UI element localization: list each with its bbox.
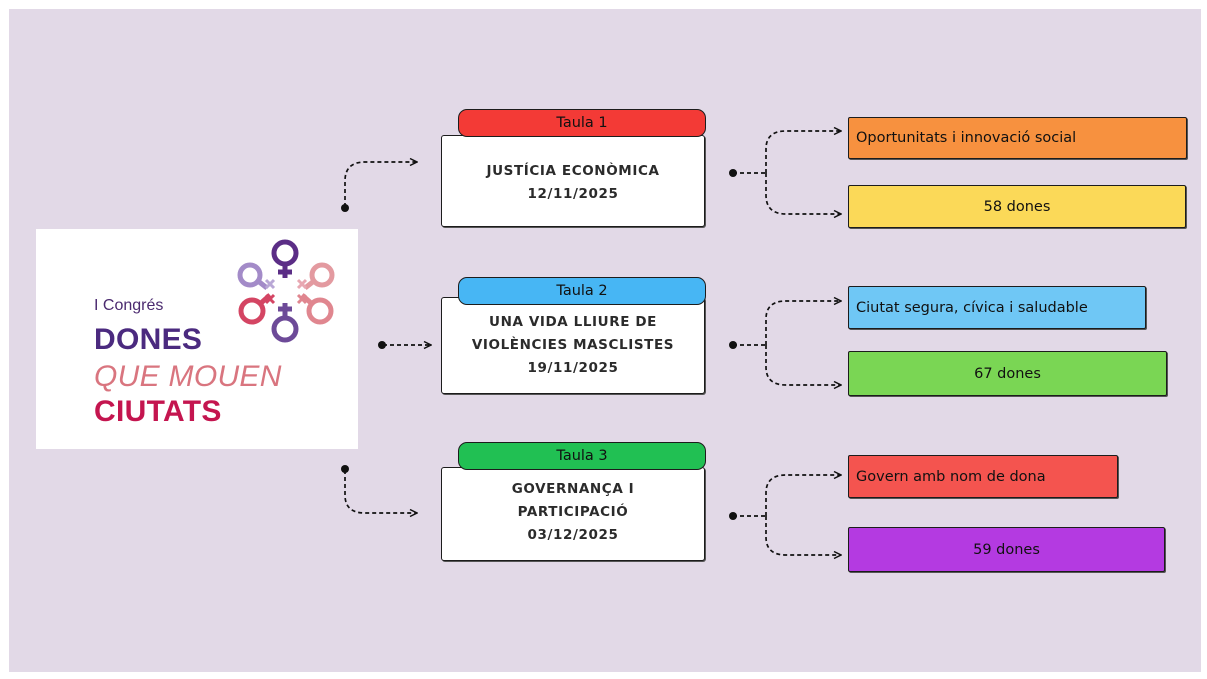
session-tag-2: Taula 2	[458, 277, 706, 305]
connector-session-3-count	[765, 516, 841, 555]
connector-logo-session-1	[344, 162, 417, 207]
venus-symbols-emblem	[237, 239, 335, 343]
connectors	[341, 9, 1201, 672]
topic-box-1: Oportunitats i innovació social	[848, 117, 1187, 159]
session-title-line: JUSTÍCIA ECONÒMICA	[486, 163, 660, 179]
connector-dot	[729, 341, 737, 349]
count-box-1: 58 dones	[848, 185, 1186, 228]
session-tag-3: Taula 3	[458, 442, 706, 470]
congress-logo-card: I Congrés DONES QUE MOUEN CIUTATS	[36, 229, 358, 449]
diagram-canvas: I Congrés DONES QUE MOUEN CIUTATS JUSTÍC…	[9, 9, 1201, 672]
connector-session-3-topic	[765, 475, 841, 516]
session-tag-1: Taula 1	[458, 109, 706, 137]
session-title-line: UNA VIDA LLIURE DE	[489, 314, 657, 330]
session-title-line: VIOLÈNCIES MASCLISTES	[471, 337, 675, 353]
connector-dot	[341, 465, 349, 473]
session-box-3: GOVERNANÇA I PARTICIPACIÓ 03/12/2025	[441, 467, 705, 561]
count-box-2: 67 dones	[848, 351, 1167, 396]
topic-box-2: Ciutat segura, cívica i saludable	[848, 286, 1146, 329]
logo-line-que-mouen: QUE MOUEN	[94, 360, 282, 393]
session-date: 19/11/2025	[527, 360, 619, 376]
logo-line-dones: DONES	[94, 323, 203, 356]
session-box-2: UNA VIDA LLIURE DE VIOLÈNCIES MASCLISTES…	[441, 297, 705, 394]
count-box-3: 59 dones	[848, 527, 1165, 572]
logo-line-ciutats: CIUTATS	[94, 395, 222, 428]
connector-session-1-topic	[765, 131, 841, 173]
session-title-line: GOVERNANÇA I	[511, 481, 635, 497]
topic-box-3: Govern amb nom de dona	[848, 455, 1118, 498]
connector-session-1-count	[765, 173, 841, 214]
connector-session-2-count	[765, 345, 841, 385]
session-date: 03/12/2025	[527, 527, 619, 543]
connector-logo-session-3	[344, 470, 417, 513]
session-title-line: PARTICIPACIÓ	[517, 504, 629, 520]
connector-session-2-topic	[765, 301, 841, 345]
connector-dot	[341, 204, 349, 212]
connector-dot	[729, 512, 737, 520]
connector-dot	[729, 169, 737, 177]
session-date: 12/11/2025	[527, 186, 619, 202]
connector-dot	[378, 341, 386, 349]
logo-pretitle: I Congrés	[94, 297, 164, 314]
session-box-1: JUSTÍCIA ECONÒMICA 12/11/2025	[441, 135, 705, 227]
